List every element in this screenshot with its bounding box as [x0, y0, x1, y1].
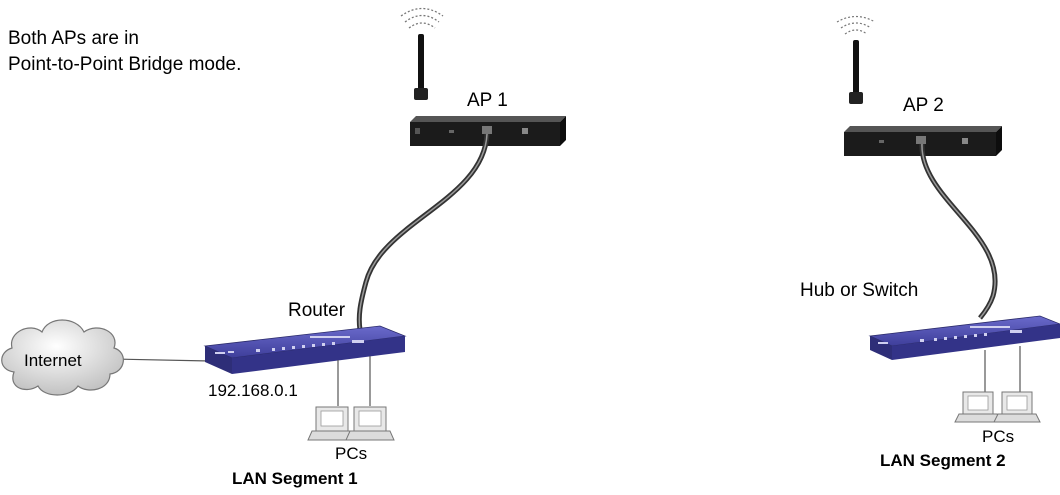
- segment1-pc-1-icon: [307, 406, 357, 441]
- switch-device: [868, 315, 1060, 360]
- ap1-device: [410, 116, 566, 146]
- router-device: [203, 325, 407, 374]
- ap2-antenna: [849, 40, 863, 104]
- segment2-pcs-label: PCs: [982, 427, 1015, 446]
- segment2-pc-2-icon: [993, 391, 1041, 423]
- ap2-label: AP 2: [903, 95, 944, 116]
- segment1-pc-2-icon: [345, 406, 395, 441]
- cable-ap1-router: [356, 133, 490, 331]
- note-line-2: Point-to-Point Bridge mode.: [8, 54, 242, 75]
- switch-label: Hub or Switch: [800, 280, 919, 301]
- cable-ap2-switch: [919, 143, 998, 320]
- note-line-1: Both APs are in: [8, 28, 139, 49]
- segment2-label: LAN Segment 2: [880, 451, 1006, 470]
- internet-cloud-icon: [1, 319, 124, 396]
- cable-switch-pcs: [984, 346, 1021, 392]
- cable-router-pcs: [337, 356, 371, 406]
- ap1-wireless-signal-icon: [400, 7, 444, 29]
- cable-internet-router: [111, 358, 211, 362]
- segment1-pcs-label: PCs: [335, 444, 368, 463]
- ap1-label: AP 1: [467, 90, 508, 111]
- segment1-label: LAN Segment 1: [232, 469, 358, 488]
- router-ip-label: 192.168.0.1: [208, 381, 298, 400]
- ap2-wireless-signal-icon: [836, 15, 876, 35]
- segment2-pc-1-icon: [954, 391, 1002, 423]
- ap1-antenna: [414, 34, 428, 100]
- internet-label: Internet: [24, 351, 82, 370]
- router-label: Router: [288, 300, 346, 321]
